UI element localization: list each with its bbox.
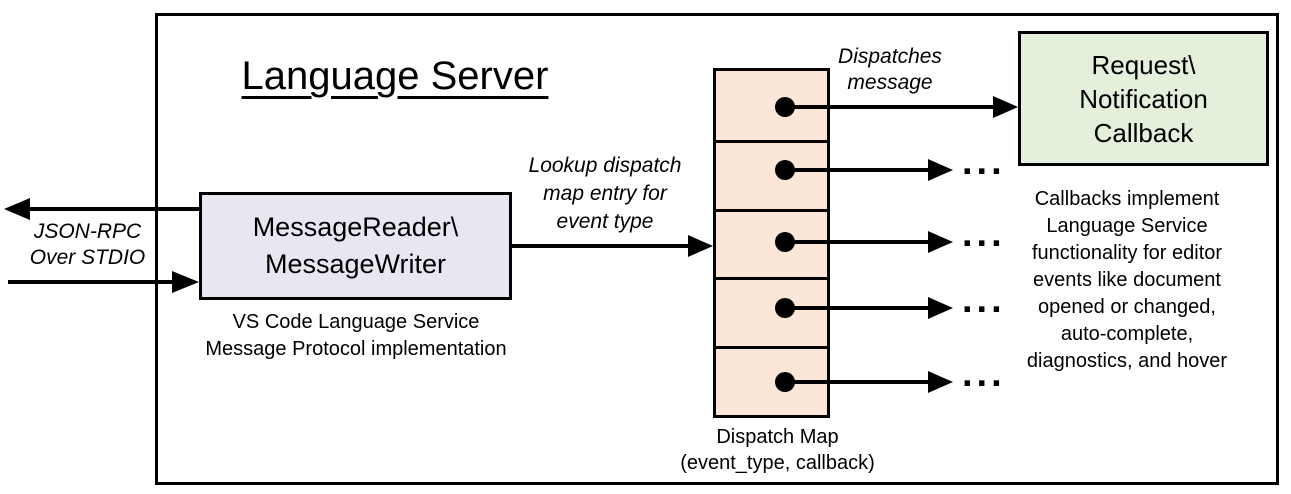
- dispatch-map-slot: [716, 277, 827, 346]
- callbacks-note: Callbacks implement Language Service fun…: [1026, 188, 1228, 372]
- dispatch-map: [713, 68, 830, 418]
- ellipsis-1: ...: [962, 141, 1006, 183]
- dispatches-message-label: Dispatches message: [838, 45, 942, 94]
- reader-box-caption: VS Code Language Service Message Protoco…: [205, 311, 507, 360]
- message-reader-writer-box: MessageReader\ MessageWriter: [199, 192, 512, 300]
- callback-box-label: Request\ Notification Callback: [1079, 49, 1208, 148]
- dispatch-map-slot: [716, 346, 827, 415]
- ellipsis-2: ...: [962, 213, 1006, 255]
- page-title-wrap: Language Server: [165, 54, 625, 98]
- ellipsis-3: ...: [962, 279, 1006, 321]
- dispatch-map-slot: [716, 139, 827, 209]
- language-server-boundary: [155, 13, 1279, 485]
- dispatch-map-slot: [716, 208, 827, 278]
- request-notification-callback-box: Request\ Notification Callback: [1018, 31, 1269, 166]
- page-title: Language Server: [241, 54, 549, 98]
- message-reader-writer-label: MessageReader\ MessageWriter: [252, 212, 459, 279]
- ellipsis-4: ...: [962, 353, 1006, 395]
- lookup-dispatch-label: Lookup dispatch map entry for event type: [528, 154, 682, 233]
- json-rpc-stdio-label: JSON-RPC Over STDIO: [29, 220, 146, 269]
- dispatch-map-caption: Dispatch Map (event_type, callback): [680, 426, 875, 474]
